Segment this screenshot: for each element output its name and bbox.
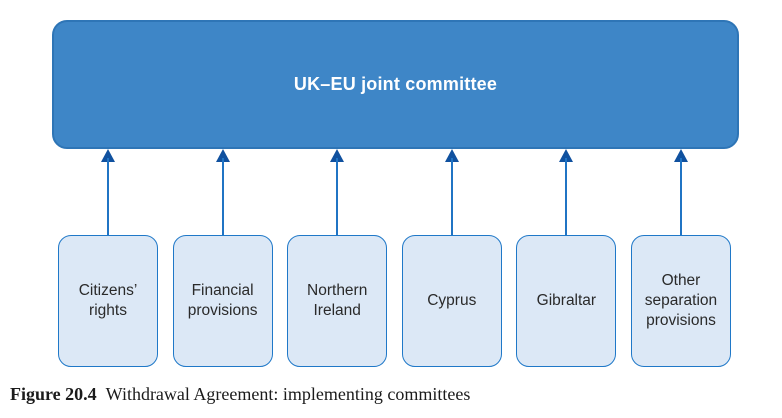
arrow-line [450, 158, 453, 235]
joint-committee-label: UK–EU joint committee [293, 74, 498, 94]
arrow-line [221, 158, 224, 235]
committee-node-label: Gibraltar [536, 291, 597, 309]
committee-node: Northern Ireland [287, 235, 388, 367]
committee-node-label: Financial provisions [187, 281, 258, 319]
up-arrow [631, 149, 731, 235]
committee-node-label: Northern Ireland [307, 281, 368, 319]
up-arrow [287, 149, 387, 235]
arrow-line [336, 158, 339, 235]
arrow-head-icon [673, 149, 688, 162]
arrow-head-icon [559, 149, 574, 162]
arrow-head-icon [215, 149, 230, 162]
up-arrow [402, 149, 502, 235]
committee-node: Citizens’ rights [58, 235, 158, 367]
committee-node-label: Cyprus [427, 291, 477, 309]
arrow-head-icon [330, 149, 345, 162]
committee-node: Financial provisions [172, 235, 273, 367]
committee-node: Cyprus [401, 235, 502, 367]
committee-column-financial-provisions: Financial provisions [172, 149, 273, 367]
figure-number: Figure 20.4 [10, 384, 97, 404]
up-arrow [516, 149, 616, 235]
arrow-line [107, 158, 109, 235]
up-arrow [173, 149, 273, 235]
committee-column-other-separation: Other separation provisions [630, 149, 731, 367]
committee-column-citizens-rights: Citizens’ rights [58, 149, 158, 367]
arrow-line [679, 158, 682, 235]
arrow-line [565, 158, 568, 235]
caption-text: Withdrawal Agreement: implementing commi… [105, 384, 471, 404]
committee-node: Other separation provisions [630, 235, 731, 367]
committee-node-label: Other separation provisions [644, 271, 718, 330]
arrow-head-icon [101, 149, 115, 162]
committee-column-cyprus: Cyprus [401, 149, 502, 367]
committee-node: Gibraltar [516, 235, 617, 367]
joint-committee-node: UK–EU joint committee [52, 20, 739, 149]
committee-columns: Citizens’ rights Financial provisions No… [58, 149, 731, 367]
committee-column-northern-ireland: Northern Ireland [287, 149, 388, 367]
committee-node-label: Citizens’ rights [78, 281, 138, 319]
committee-column-gibraltar: Gibraltar [516, 149, 617, 367]
arrow-head-icon [444, 149, 459, 162]
figure-caption: Figure 20.4 Withdrawal Agreement: impleme… [10, 384, 470, 405]
up-arrow [58, 149, 158, 235]
